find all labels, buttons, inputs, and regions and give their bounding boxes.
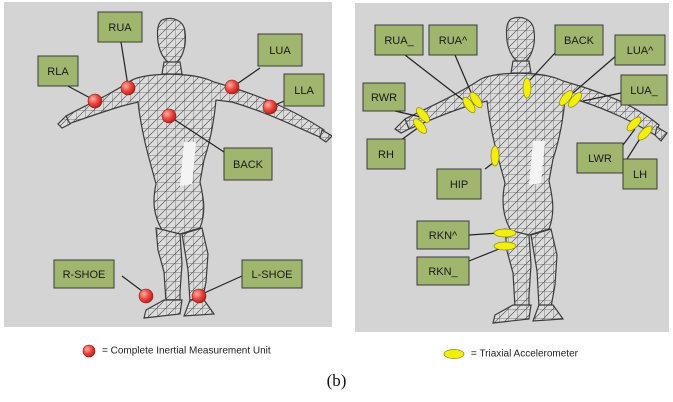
label-lh-text: LH bbox=[633, 169, 647, 181]
accel-legend-marker bbox=[443, 348, 465, 360]
legend-accel-text: = Triaxial Accelerometer bbox=[471, 349, 578, 360]
label-hip-text: HIP bbox=[450, 179, 468, 191]
label-r-shoe: R-SHOE bbox=[54, 260, 114, 288]
label-rh: RH bbox=[367, 139, 405, 169]
right-panel: RUA_ RUA^ BACK LUA^ LUA_ RWR RH HIP bbox=[355, 3, 669, 332]
figure-caption: (b) bbox=[0, 371, 673, 391]
label-rua-low: RUA_ bbox=[375, 25, 423, 55]
label-rua: RUA bbox=[98, 12, 142, 42]
label-lh: LH bbox=[623, 159, 657, 189]
label-back-right-text: BACK bbox=[564, 35, 595, 47]
label-rkn-up: RKN^ bbox=[417, 221, 469, 249]
accel-marker-rkn-low bbox=[494, 242, 516, 250]
imu-marker-r-shoe bbox=[139, 289, 153, 303]
label-rla-text: RLA bbox=[47, 66, 69, 78]
imu-marker-back bbox=[162, 109, 176, 123]
label-lua-low-text: LUA_ bbox=[630, 85, 658, 97]
label-rwr: RWR bbox=[363, 83, 405, 111]
label-rla: RLA bbox=[38, 56, 78, 86]
right-diagram: RUA_ RUA^ BACK LUA^ LUA_ RWR RH HIP bbox=[355, 3, 669, 332]
label-rua-text: RUA bbox=[108, 22, 132, 34]
imu-marker-l-shoe bbox=[192, 289, 206, 303]
label-rua-low-text: RUA_ bbox=[384, 35, 414, 47]
label-rkn-up-text: RKN^ bbox=[429, 230, 458, 242]
legend-imu-text: = Complete Inertial Measurement Unit bbox=[102, 346, 271, 357]
label-rh-text: RH bbox=[378, 149, 394, 161]
imu-marker-lua bbox=[225, 80, 239, 94]
label-lua: LUA bbox=[258, 34, 302, 66]
accel-marker-hip bbox=[491, 146, 499, 166]
label-hip: HIP bbox=[437, 169, 481, 199]
label-lwr: LWR bbox=[577, 143, 623, 173]
label-back-text: BACK bbox=[233, 159, 264, 171]
label-rkn-low: RKN_ bbox=[417, 257, 469, 285]
label-l-shoe-text: L-SHOE bbox=[252, 269, 293, 281]
label-lla: LLA bbox=[284, 74, 324, 106]
label-rua-up-text: RUA^ bbox=[439, 35, 468, 47]
label-back: BACK bbox=[224, 148, 272, 180]
imu-marker-rua bbox=[121, 81, 135, 95]
label-lua-up: LUA^ bbox=[615, 35, 665, 65]
accel-marker-back bbox=[523, 78, 531, 98]
label-rua-up: RUA^ bbox=[429, 25, 477, 55]
accel-marker-rkn-up bbox=[494, 229, 516, 237]
left-panel: RLA RUA LUA LLA BACK R-SHOE L-SHOE bbox=[4, 2, 332, 327]
left-diagram: RLA RUA LUA LLA BACK R-SHOE L-SHOE bbox=[4, 2, 332, 327]
label-l-shoe: L-SHOE bbox=[242, 260, 302, 288]
imu-marker-rla bbox=[88, 94, 102, 108]
label-r-shoe-text: R-SHOE bbox=[63, 269, 106, 281]
label-rwr-text: RWR bbox=[371, 92, 397, 104]
legend-imu: = Complete Inertial Measurement Unit bbox=[82, 344, 271, 358]
imu-legend-marker bbox=[82, 344, 96, 358]
label-lua-up-text: LUA^ bbox=[627, 45, 654, 57]
label-lua-text: LUA bbox=[269, 45, 291, 57]
label-rkn-low-text: RKN_ bbox=[428, 266, 458, 278]
label-lla-text: LLA bbox=[294, 85, 314, 97]
label-lwr-text: LWR bbox=[588, 153, 612, 165]
label-lua-low: LUA_ bbox=[621, 75, 667, 105]
label-back-right: BACK bbox=[555, 25, 603, 55]
imu-marker-lla bbox=[263, 100, 277, 114]
legend-accel: = Triaxial Accelerometer bbox=[443, 348, 578, 360]
